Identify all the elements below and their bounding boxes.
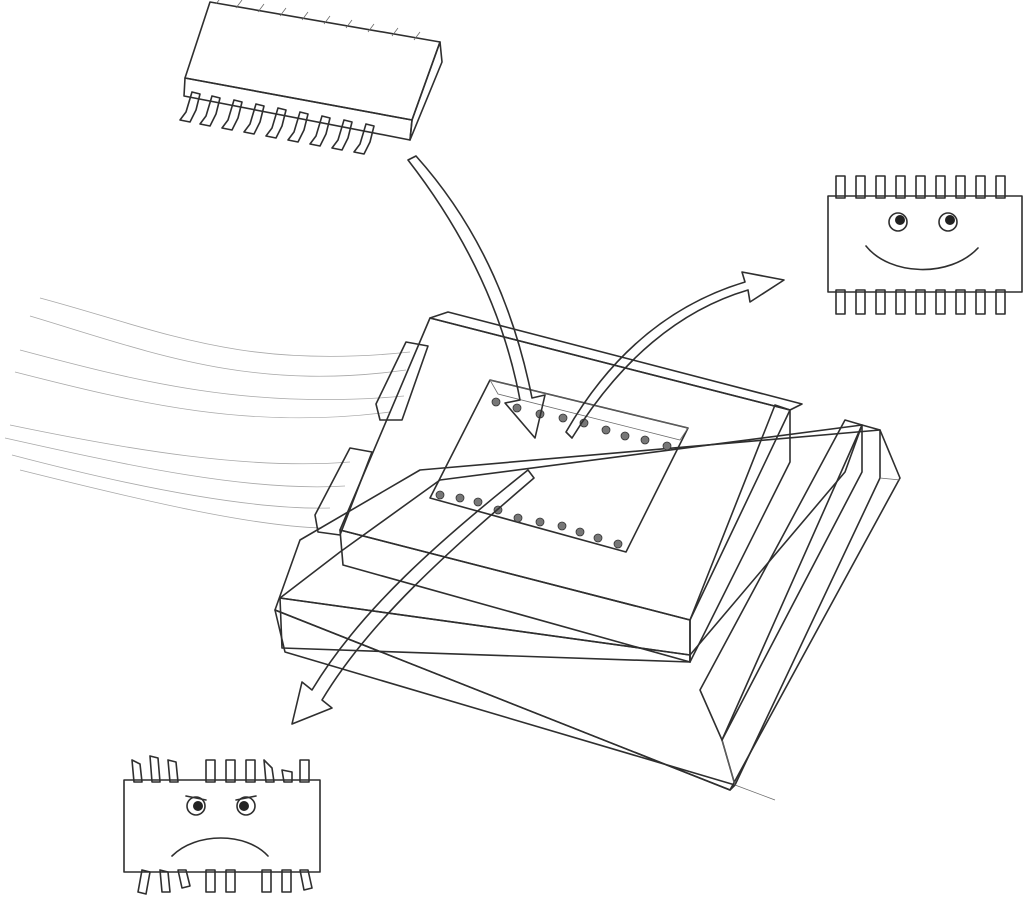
chip-icon xyxy=(123,755,321,895)
socket-side xyxy=(689,404,791,663)
arrow-icon xyxy=(565,271,785,439)
good-chip xyxy=(827,175,1023,315)
arrow-icon xyxy=(291,469,535,725)
cable-icon xyxy=(4,297,411,529)
middle-slab-front xyxy=(279,597,691,663)
socket-front xyxy=(339,529,691,663)
fail-arrow xyxy=(291,469,535,725)
base-slab-side xyxy=(721,424,881,786)
arrow-icon xyxy=(407,155,546,439)
contact-pads xyxy=(435,397,672,549)
base-slab-front xyxy=(274,609,736,791)
insert-arrow xyxy=(407,155,546,439)
chip-icon xyxy=(179,0,443,155)
bad-chip xyxy=(123,755,321,895)
incoming-chip xyxy=(179,0,443,155)
pass-arrow xyxy=(565,271,785,439)
chip-icon xyxy=(827,175,1023,315)
connector-lower xyxy=(314,447,373,536)
middle-slab-side xyxy=(699,419,863,741)
connector-upper xyxy=(375,341,429,421)
socket-icon xyxy=(274,311,901,801)
socket-back-rim xyxy=(429,311,803,411)
frowning-face-icon xyxy=(171,795,269,857)
smiley-face-icon xyxy=(865,212,979,271)
